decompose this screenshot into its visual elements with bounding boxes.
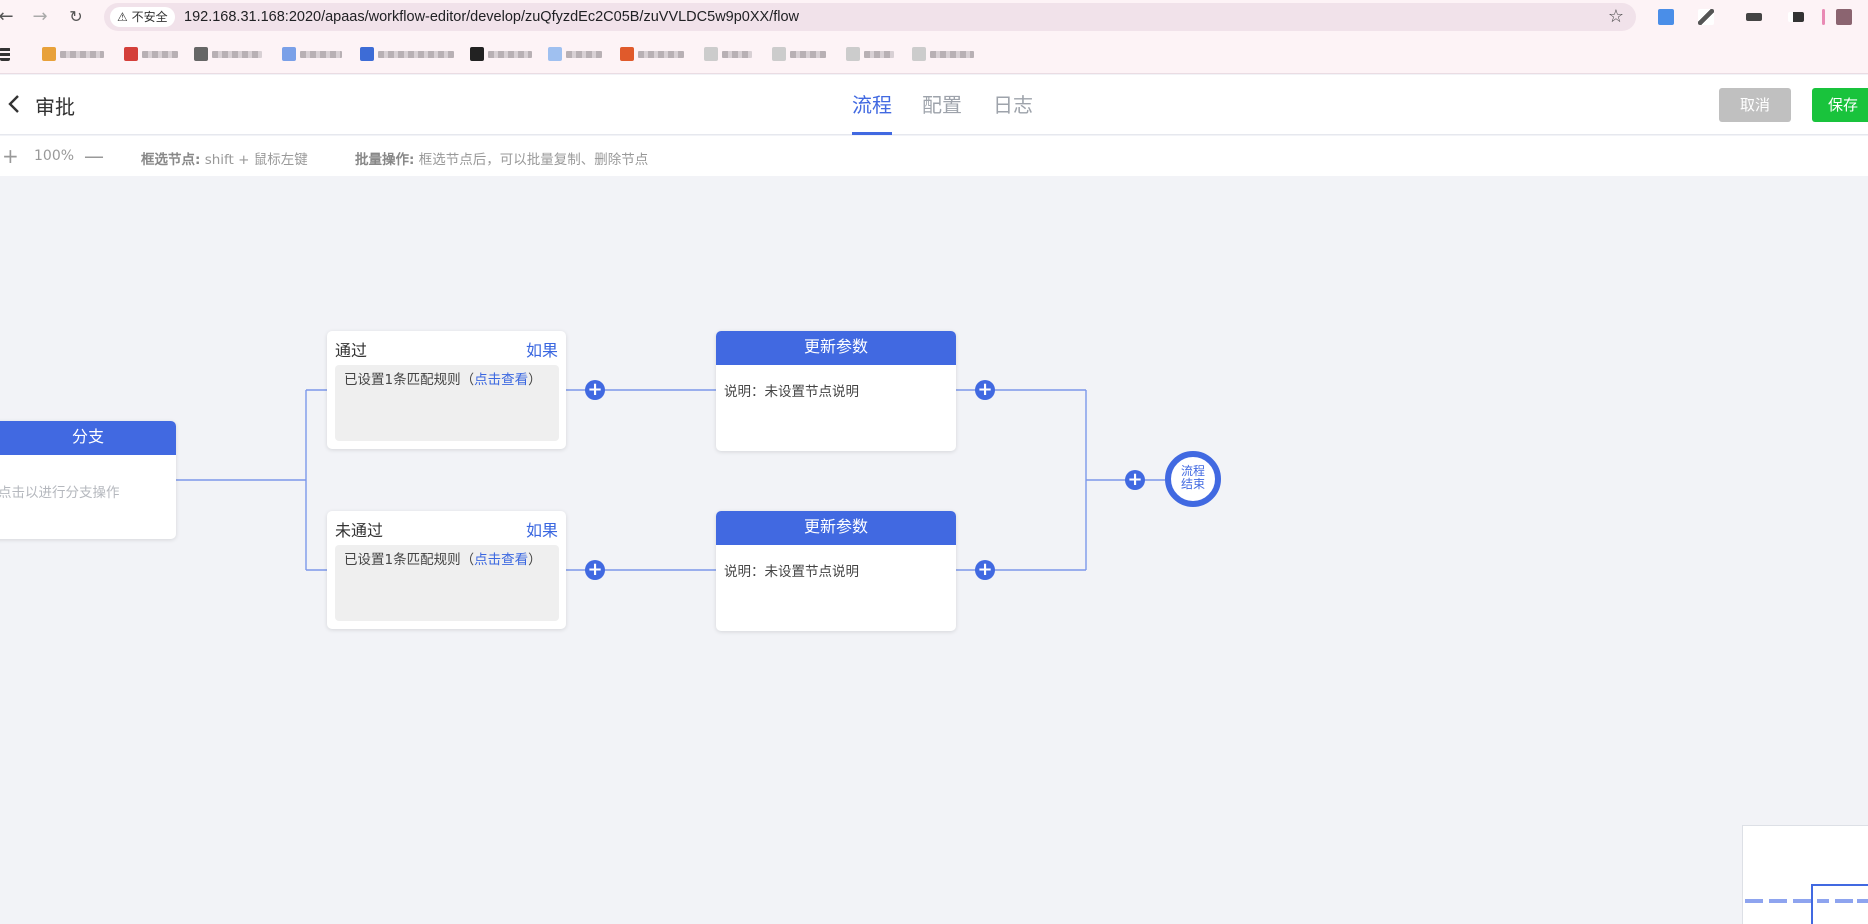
bookmark-item[interactable] — [772, 47, 828, 61]
update-params-title: 更新参数 — [716, 331, 956, 365]
condition-rule-box: 已设置1条匹配规则（点击查看） — [335, 545, 559, 621]
minimap[interactable] — [1742, 825, 1868, 924]
bookmark-item[interactable] — [704, 47, 754, 61]
rule-text-suffix: ） — [528, 552, 542, 568]
condition-rule-box: 已设置1条匹配规则（点击查看） — [335, 365, 559, 441]
extension-icon[interactable] — [1698, 9, 1714, 25]
batch-op-tip-label: 批量操作: — [355, 152, 415, 168]
update-params-node[interactable]: 更新参数 说明：未设置节点说明 — [716, 511, 956, 631]
zoom-in-icon[interactable]: + — [2, 144, 19, 168]
condition-node[interactable]: 未通过 如果 已设置1条匹配规则（点击查看） — [327, 511, 566, 629]
bookmark-item[interactable] — [470, 47, 534, 61]
extension-icon[interactable] — [1658, 9, 1674, 25]
warning-triangle-icon: ⚠ — [117, 10, 128, 24]
flow-end-node[interactable]: 流程 结束 — [1165, 451, 1221, 507]
cancel-button[interactable]: 取消 — [1719, 88, 1791, 122]
browser-toolbar: ← → ↻ ⚠ 不安全 192.168.31.168:2020/apaas/wo… — [0, 0, 1868, 34]
condition-if-link[interactable]: 如果 — [525, 341, 558, 360]
box-select-tip-text: shift + 鼠标左键 — [200, 152, 308, 168]
save-button[interactable]: 保存 — [1812, 88, 1868, 122]
update-params-title: 更新参数 — [716, 511, 956, 545]
bookmarks-bar — [0, 34, 1868, 74]
canvas-toolbar: + 100% — 框选节点: shift + 鼠标左键 批量操作: 框选节点后，… — [0, 136, 1868, 176]
minimap-node — [1769, 899, 1787, 903]
bookmark-item[interactable] — [846, 47, 896, 61]
box-select-tip-label: 框选节点: — [141, 152, 201, 168]
add-node-button[interactable]: + — [975, 560, 995, 580]
extension-icon[interactable] — [1822, 9, 1825, 25]
bookmark-star-icon[interactable]: ☆ — [1607, 6, 1624, 27]
security-label: 不安全 — [131, 10, 168, 24]
tab-flow[interactable]: 流程 — [852, 89, 892, 135]
app-header: 审批 流程 配置 日志 取消 保存 — [0, 75, 1868, 135]
rule-text-suffix: ） — [528, 372, 542, 388]
bookmark-item[interactable] — [548, 47, 604, 61]
minimap-node — [1793, 899, 1811, 903]
tab-config[interactable]: 配置 — [922, 93, 962, 117]
back-button[interactable] — [4, 91, 30, 119]
extension-icon[interactable] — [1746, 13, 1762, 21]
flow-canvas[interactable]: 分支 点击以进行分支操作 通过 如果 已设置1条匹配规则（点击查看） 未通过 如… — [0, 176, 1868, 924]
minimap-node — [1745, 899, 1763, 903]
bookmark-item[interactable] — [124, 47, 180, 61]
box-select-tip: 框选节点: shift + 鼠标左键 — [141, 148, 308, 168]
add-node-button[interactable]: + — [1125, 470, 1145, 490]
add-node-button[interactable]: + — [975, 380, 995, 400]
back-arrow-icon[interactable]: ← — [0, 6, 14, 27]
branch-node[interactable]: 分支 点击以进行分支操作 — [0, 421, 176, 539]
minimap-node — [1857, 899, 1868, 903]
bookmark-item[interactable] — [620, 47, 686, 61]
forward-arrow-icon[interactable]: → — [32, 6, 48, 27]
condition-title: 未通过 — [335, 521, 384, 540]
end-node-label-line2: 结束 — [1180, 477, 1205, 491]
add-node-button[interactable]: + — [585, 560, 605, 580]
bookmark-item[interactable] — [42, 47, 106, 61]
minimap-node — [1835, 899, 1853, 903]
chevron-left-icon — [8, 95, 19, 113]
reload-icon[interactable]: ↻ — [69, 7, 83, 26]
tab-log[interactable]: 日志 — [993, 93, 1033, 117]
update-params-node[interactable]: 更新参数 说明：未设置节点说明 — [716, 331, 956, 451]
branch-node-hint: 点击以进行分支操作 — [0, 485, 120, 501]
condition-node[interactable]: 通过 如果 已设置1条匹配规则（点击查看） — [327, 331, 566, 449]
batch-op-tip-text: 框选节点后，可以批量复制、删除节点 — [414, 152, 649, 168]
bookmark-item[interactable] — [282, 47, 344, 61]
url-text[interactable]: 192.168.31.168:2020/apaas/workflow-edito… — [184, 9, 800, 25]
add-node-button[interactable]: + — [585, 380, 605, 400]
bookmark-item[interactable] — [194, 47, 264, 61]
branch-node-title: 分支 — [0, 421, 176, 455]
condition-title: 通过 — [335, 341, 368, 360]
zoom-out-icon[interactable]: — — [84, 144, 104, 168]
bookmark-item[interactable] — [360, 47, 456, 61]
zoom-level: 100% — [34, 148, 75, 164]
profile-avatar-icon[interactable] — [1836, 9, 1852, 25]
rule-text: 已设置1条匹配规则（ — [344, 552, 475, 568]
extension-icon[interactable] — [1788, 12, 1804, 22]
view-rule-link[interactable]: 点击查看 — [474, 372, 529, 388]
address-bar[interactable]: ⚠ 不安全 192.168.31.168:2020/apaas/workflow… — [104, 3, 1636, 31]
minimap-node — [1817, 899, 1829, 903]
batch-op-tip: 批量操作: 框选节点后，可以批量复制、删除节点 — [355, 148, 648, 168]
node-description: 说明：未设置节点说明 — [724, 564, 859, 580]
view-rule-link[interactable]: 点击查看 — [474, 552, 529, 568]
condition-if-link[interactable]: 如果 — [525, 521, 558, 540]
end-node-label-line1: 流程 — [1180, 464, 1205, 478]
minimap-viewport[interactable] — [1811, 884, 1868, 924]
security-warning-chip[interactable]: ⚠ 不安全 — [110, 7, 175, 27]
bookmark-item[interactable] — [912, 47, 976, 61]
node-description: 说明：未设置节点说明 — [724, 384, 859, 400]
rule-text: 已设置1条匹配规则（ — [344, 372, 475, 388]
page-title: 审批 — [35, 95, 75, 119]
